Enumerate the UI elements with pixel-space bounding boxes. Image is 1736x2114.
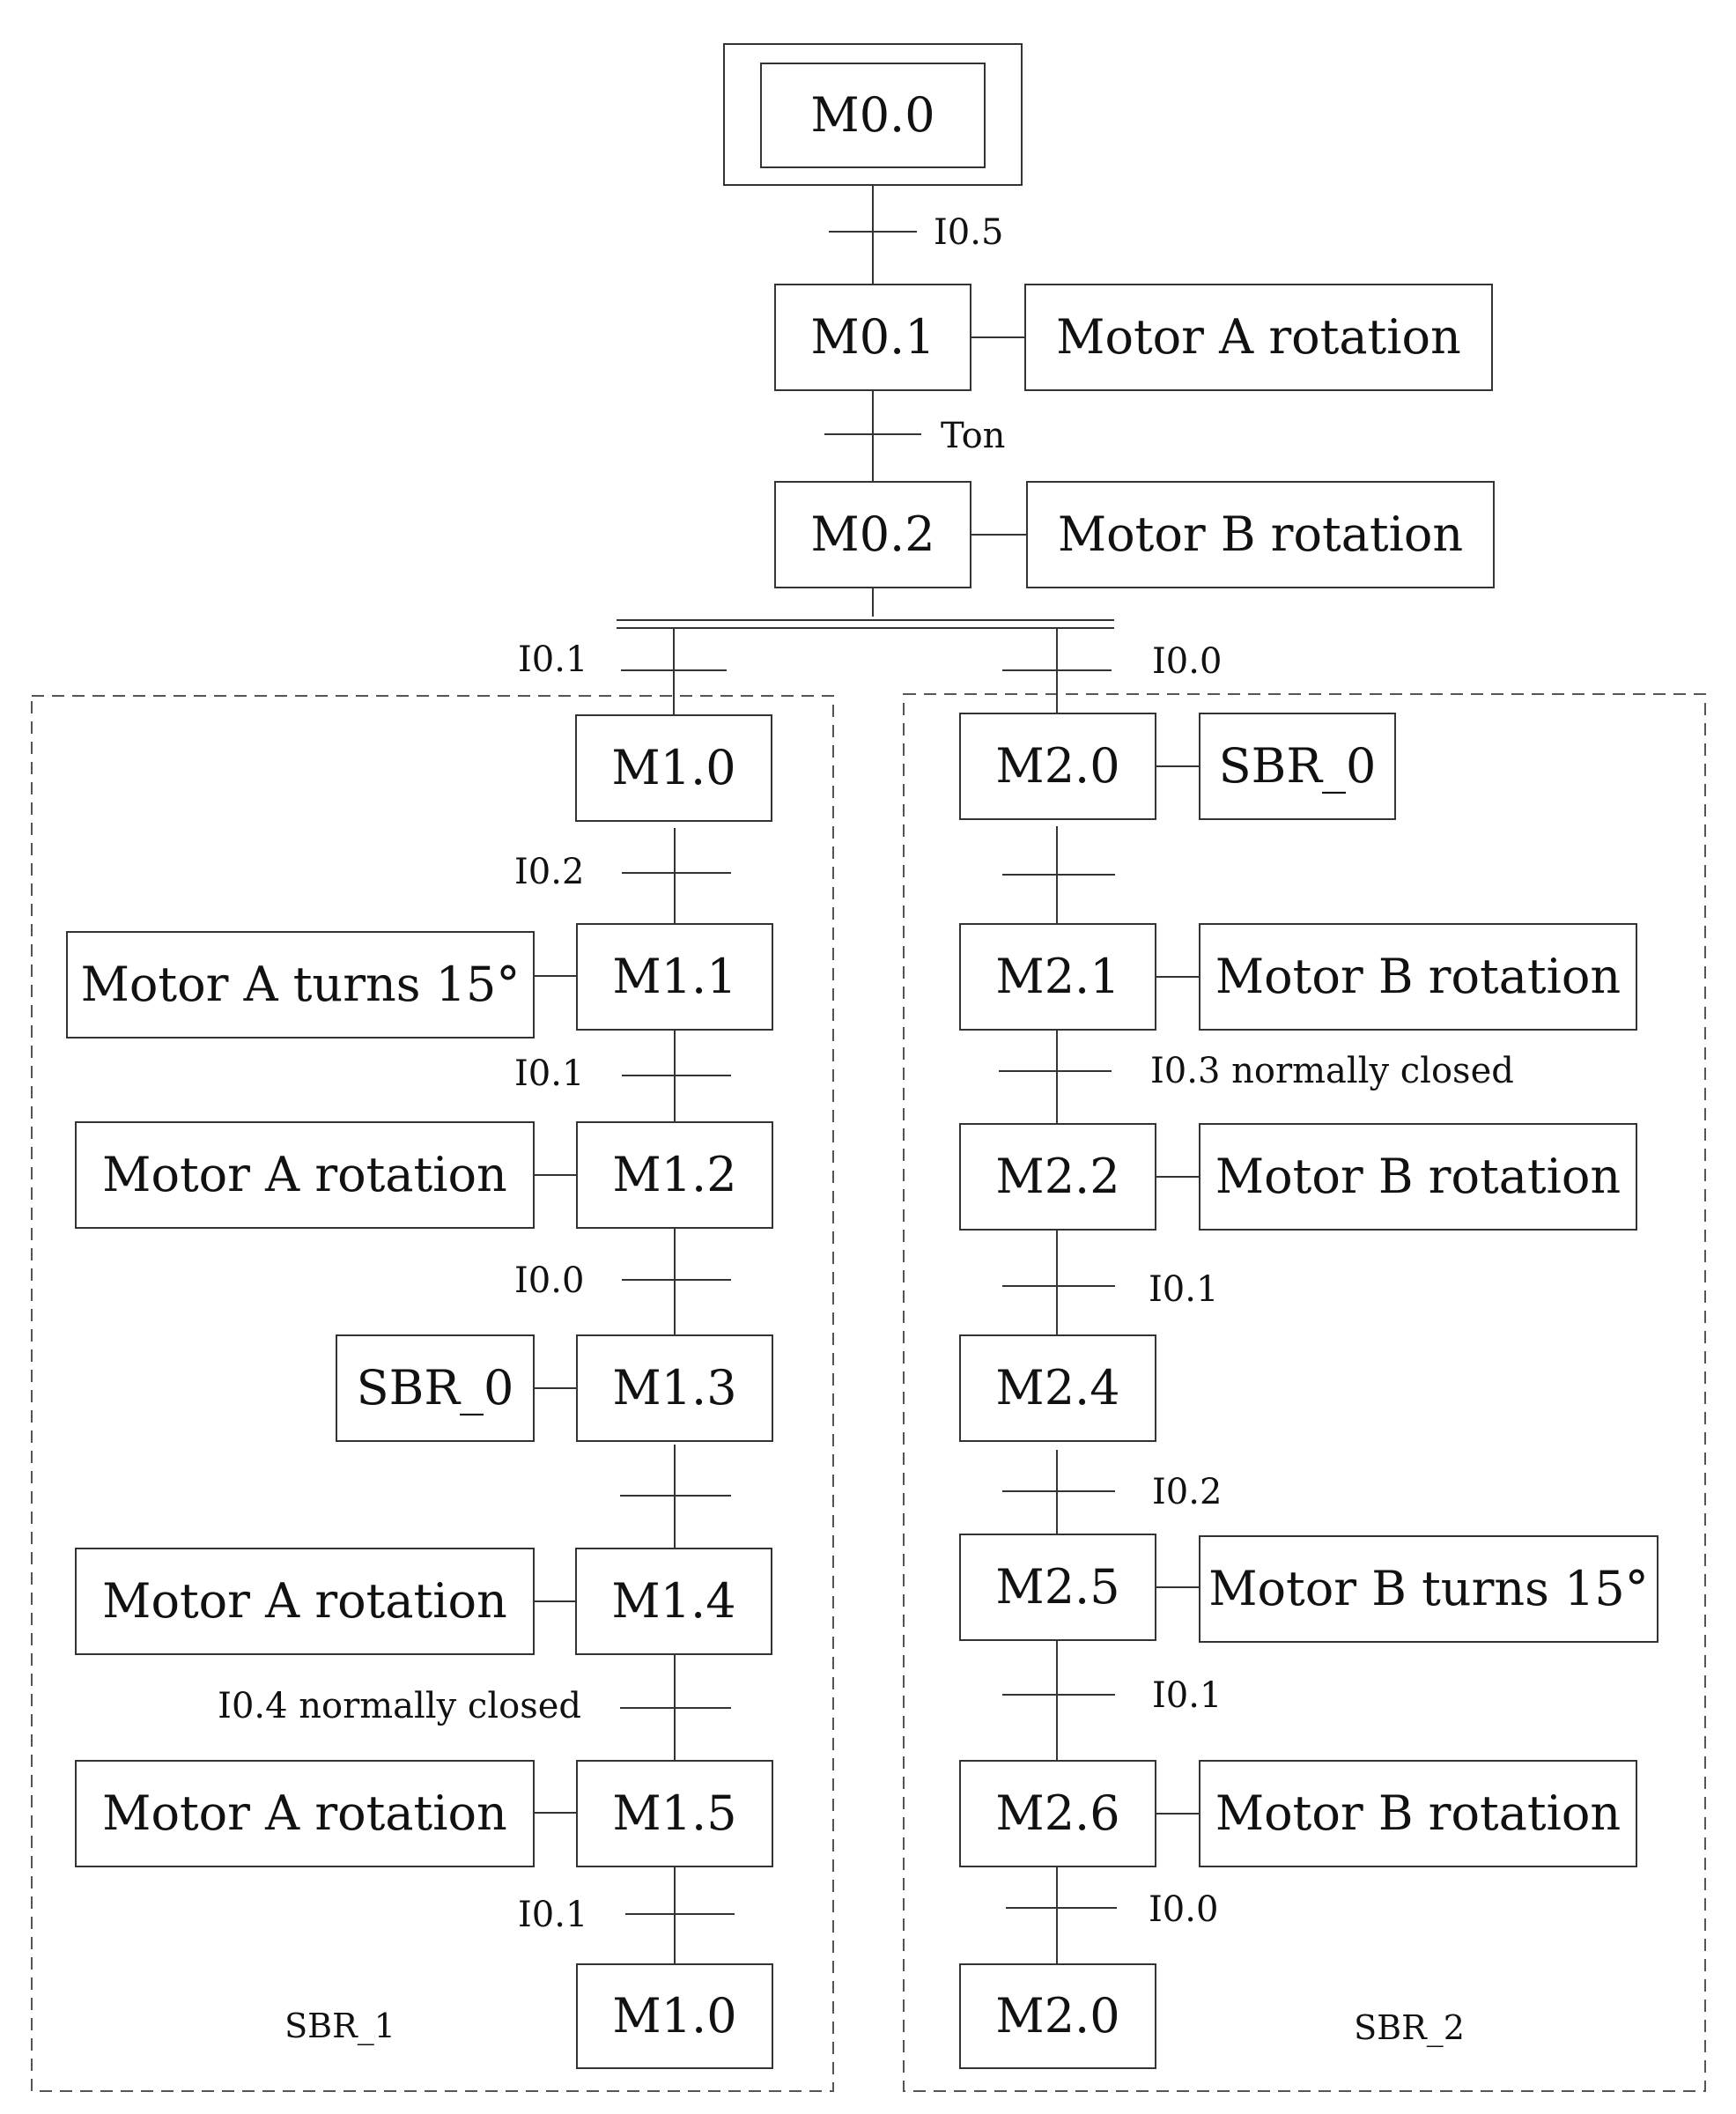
action-m1-1: Motor A turns 15° — [66, 931, 535, 1039]
transition-m1-5: I0.1 — [518, 1895, 735, 1935]
step-m1-5: M1.5 — [576, 1760, 773, 1867]
step-m1-2: M1.2 — [576, 1121, 773, 1229]
transition-m2-5: I0.1 — [1002, 1675, 1222, 1716]
transition-label: I0.2 — [514, 852, 584, 892]
transition-m2-1: I0.3 normally closed — [999, 1051, 1514, 1091]
action-label: SBR_0 — [357, 1360, 514, 1415]
step-m1-1: M1.1 — [576, 923, 773, 1031]
step-m0-0: M0.0 — [723, 43, 1023, 186]
step-label: M1.0 — [612, 1988, 736, 2044]
step-m1-3: M1.3 — [576, 1334, 773, 1442]
action-label: Motor A rotation — [1056, 309, 1461, 365]
action-m0-2: Motor B rotation — [1026, 481, 1495, 588]
step-label: M0.0 — [810, 87, 934, 143]
group-label-sbr-1: SBR_1 — [284, 2007, 395, 2046]
action-label: Motor B rotation — [1058, 506, 1463, 562]
action-m2-2: Motor B rotation — [1199, 1123, 1637, 1231]
transition-label: I0.0 — [1149, 1889, 1218, 1930]
step-m2-5: M2.5 — [959, 1534, 1156, 1641]
action-label: Motor A rotation — [102, 1785, 507, 1841]
transition-ton: Ton — [824, 416, 1005, 456]
transition-label: I0.1 — [1152, 1675, 1222, 1716]
step-label: M1.5 — [612, 1785, 736, 1841]
step-label: M1.4 — [611, 1573, 735, 1629]
transition-m2-4: I0.2 — [1002, 1472, 1222, 1512]
action-label: SBR_0 — [1219, 738, 1377, 794]
transition-label: I0.1 — [518, 1895, 587, 1935]
action-m1-4: Motor A rotation — [75, 1548, 535, 1655]
transition-m1-0: I0.2 — [514, 852, 731, 892]
action-m2-6: Motor B rotation — [1199, 1760, 1637, 1867]
action-label: Motor B turns 15° — [1208, 1561, 1649, 1616]
action-label: Motor A turns 15° — [81, 957, 521, 1012]
transition-label: I0.0 — [1152, 641, 1222, 682]
transition-label: Ton — [941, 416, 1005, 456]
transition-left-branch: I0.1 — [518, 639, 727, 680]
transition-m1-1: I0.1 — [514, 1053, 731, 1094]
step-label: M2.6 — [995, 1785, 1119, 1841]
step-m1-0-end: M1.0 — [576, 1963, 773, 2069]
action-label: Motor B rotation — [1215, 949, 1621, 1004]
step-m1-4: M1.4 — [575, 1548, 772, 1655]
transition-label: I0.1 — [514, 1053, 584, 1094]
step-label: M2.5 — [995, 1559, 1119, 1615]
action-label: Motor A rotation — [102, 1573, 507, 1629]
step-label: M1.2 — [612, 1147, 736, 1202]
step-m2-4: M2.4 — [959, 1334, 1156, 1442]
step-m0-2: M0.2 — [774, 481, 971, 588]
transition-label: I0.4 normally closed — [218, 1686, 581, 1726]
group-frame-sbr-1 — [31, 695, 834, 2092]
step-label: M1.3 — [612, 1360, 736, 1415]
transition-m1-4: I0.4 normally closed — [218, 1686, 731, 1726]
step-m2-1: M2.1 — [959, 923, 1156, 1031]
step-label: M1.0 — [611, 740, 735, 795]
action-m2-5: Motor B turns 15° — [1199, 1535, 1658, 1643]
divergence-bar — [617, 619, 1114, 629]
step-label: M2.1 — [995, 949, 1119, 1004]
group-label-sbr-2: SBR_2 — [1354, 2008, 1465, 2048]
transition-label: I0.3 normally closed — [1150, 1051, 1514, 1091]
action-m1-2: Motor A rotation — [75, 1121, 535, 1229]
group-frame-sbr-2 — [903, 693, 1706, 2092]
step-label: M2.4 — [995, 1360, 1119, 1415]
transition-label: I0.5 — [934, 212, 1003, 253]
step-m1-0: M1.0 — [575, 714, 772, 822]
step-m2-6: M2.6 — [959, 1760, 1156, 1867]
action-label: Motor B rotation — [1215, 1149, 1621, 1204]
step-label: M1.1 — [612, 949, 736, 1004]
action-label: Motor A rotation — [102, 1147, 507, 1202]
step-label: M0.2 — [810, 506, 934, 562]
transition-label: I0.1 — [518, 639, 587, 680]
action-m2-0: SBR_0 — [1199, 713, 1396, 820]
step-label: M2.2 — [995, 1149, 1119, 1204]
transition-m2-2: I0.1 — [1002, 1269, 1218, 1310]
step-label: M2.0 — [995, 1988, 1119, 2044]
transition-right-branch: I0.0 — [1002, 641, 1222, 682]
step-m0-1: M0.1 — [774, 284, 971, 391]
step-label: M2.0 — [995, 738, 1119, 794]
step-m2-0: M2.0 — [959, 713, 1156, 820]
step-m2-2: M2.2 — [959, 1123, 1156, 1231]
action-m1-3: SBR_0 — [336, 1334, 535, 1442]
transition-label: I0.1 — [1149, 1269, 1218, 1310]
action-m2-1: Motor B rotation — [1199, 923, 1637, 1031]
step-m2-0-end: M2.0 — [959, 1963, 1156, 2069]
transition-label: I0.0 — [514, 1260, 584, 1301]
step-label: M0.1 — [810, 309, 934, 365]
action-m1-5: Motor A rotation — [75, 1760, 535, 1867]
transition-m2-6: I0.0 — [1006, 1889, 1218, 1930]
transition-m1-2: I0.0 — [514, 1260, 731, 1301]
transition-i0-5: I0.5 — [829, 212, 1003, 253]
action-label: Motor B rotation — [1215, 1785, 1621, 1841]
action-m0-1: Motor A rotation — [1024, 284, 1493, 391]
transition-label: I0.2 — [1152, 1472, 1222, 1512]
